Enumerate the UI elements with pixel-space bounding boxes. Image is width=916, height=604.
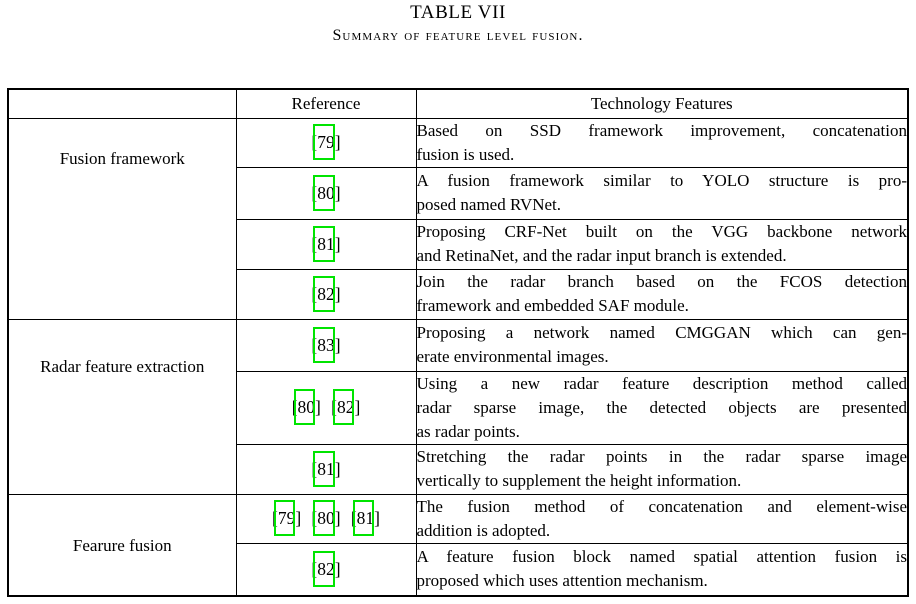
tech-feature-description: The fusion method of concatenation and e… bbox=[415, 493, 909, 544]
tech-feature-description: Join the radar branch based on the FCOS … bbox=[415, 268, 909, 320]
table-title: TABLE VII bbox=[410, 2, 506, 23]
table-row: [82] A feature fusion block named spatia… bbox=[8, 542, 909, 597]
reference-cell: [79] bbox=[235, 117, 417, 168]
group-label-fusion-framework: Fusion framework bbox=[7, 117, 237, 320]
reference-cell: [80] bbox=[235, 166, 417, 220]
citation-label: [80] bbox=[311, 182, 341, 203]
table-row: [80] A fusion framework similar to YOLO … bbox=[8, 166, 909, 220]
reference-cell: [82] bbox=[235, 268, 417, 320]
reference-cell: [81] bbox=[235, 443, 417, 495]
citation-ref-80[interactable]: [80] bbox=[311, 500, 341, 536]
header-reference: Reference bbox=[235, 88, 417, 119]
reference-cell: [79] [80] [81] bbox=[235, 493, 417, 544]
tech-feature-description: Based on SSD framework improvement, conc… bbox=[415, 117, 909, 168]
table-row: [82] Join the radar branch based on the … bbox=[8, 268, 909, 320]
citation-ref-81[interactable]: [81] bbox=[311, 450, 341, 487]
tech-feature-description: Using a new radar feature description me… bbox=[415, 370, 909, 445]
citation-ref-79[interactable]: [79] bbox=[311, 124, 341, 160]
citation-ref-82[interactable]: [82] bbox=[311, 275, 341, 312]
citation-label: [81] bbox=[311, 233, 341, 254]
table-caption: TABLE VII Summary of feature level fusio… bbox=[0, 2, 916, 45]
tech-feature-description: A fusion framework similar to YOLO struc… bbox=[415, 166, 909, 220]
header-row: Reference Technology Features bbox=[7, 88, 909, 119]
table-row: [80] [82] Using a new radar feature desc… bbox=[8, 370, 909, 445]
citation-label: [82] bbox=[331, 397, 361, 417]
citation-label: [83] bbox=[311, 334, 341, 355]
table-row: Radar feature extraction [83] Proposing … bbox=[7, 318, 909, 495]
citation-label: [80] bbox=[291, 397, 321, 417]
citation-ref-80[interactable]: [80] bbox=[291, 389, 321, 425]
reference-cell: [83] bbox=[235, 318, 417, 372]
citation-ref-79[interactable]: [79] bbox=[272, 500, 302, 536]
citation-label: [82] bbox=[311, 283, 341, 304]
reference-cell: [81] bbox=[235, 218, 417, 270]
citation-label: [79] bbox=[272, 508, 302, 528]
reference-cell: [82] bbox=[235, 542, 417, 597]
table-subtitle: Summary of feature level fusion. bbox=[332, 27, 584, 44]
header-technology-features: Technology Features bbox=[415, 88, 909, 119]
citation-label: [80] bbox=[311, 508, 341, 528]
citation-ref-82[interactable]: [82] bbox=[331, 389, 361, 425]
tech-feature-description: Proposing CRF-Net built on the VGG backb… bbox=[415, 218, 909, 270]
header-category bbox=[7, 88, 237, 119]
citation-ref-80[interactable]: [80] bbox=[311, 174, 341, 211]
group-label-radar-feature-extraction: Radar feature extraction bbox=[7, 318, 237, 495]
reference-cell: [80] [82] bbox=[235, 370, 417, 445]
tech-feature-description: Stretching the radar points in the radar… bbox=[415, 443, 909, 495]
citation-ref-82[interactable]: [82] bbox=[311, 550, 341, 587]
citation-label: [81] bbox=[311, 458, 341, 479]
tech-feature-description: A feature fusion block named spatial att… bbox=[415, 542, 909, 597]
tech-feature-description: Proposing a network named CMGGAN which c… bbox=[415, 318, 909, 372]
table-row: Fearure fusion [79] [80] [81] The fusion… bbox=[7, 493, 909, 597]
citation-ref-81[interactable]: [81] bbox=[350, 500, 380, 536]
citation-label: [79] bbox=[311, 132, 341, 152]
feature-fusion-table: Reference Technology Features Fusion fra… bbox=[7, 88, 909, 597]
citation-ref-81[interactable]: [81] bbox=[311, 225, 341, 262]
citation-label: [81] bbox=[350, 508, 380, 528]
citation-label: [82] bbox=[311, 558, 341, 579]
table-row: Fusion framework [79] Based on SSD frame… bbox=[7, 117, 909, 320]
citation-ref-83[interactable]: [83] bbox=[311, 326, 341, 363]
group-label-fearure-fusion: Fearure fusion bbox=[7, 493, 237, 597]
